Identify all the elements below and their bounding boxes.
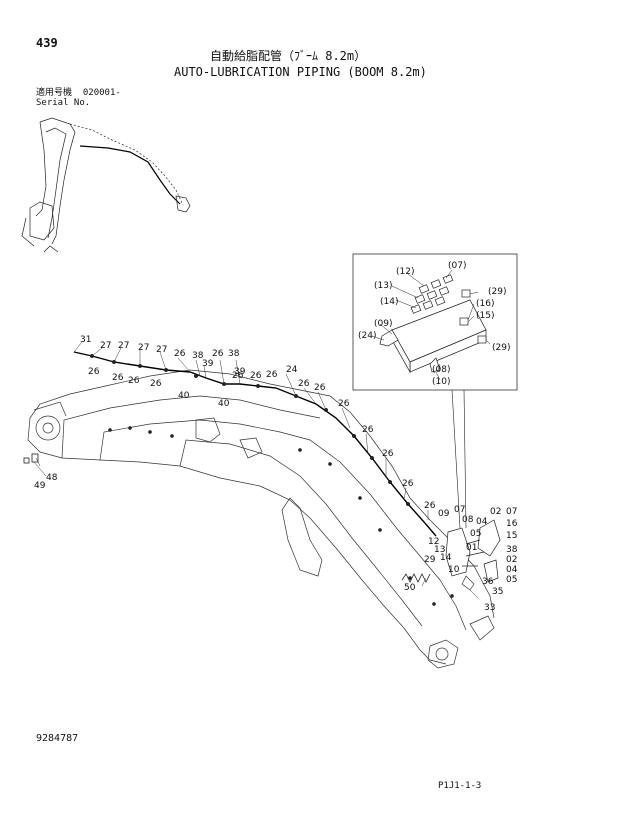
title-english: AUTO-LUBRICATION PIPING (BOOM 8.2m) (174, 65, 427, 79)
boom-structure (27, 369, 495, 669)
callout-31: 31 (80, 335, 91, 345)
callout-35: 35 (492, 587, 503, 597)
callout-29: 29 (424, 555, 436, 565)
inset-callout-07: (07) (448, 261, 466, 271)
callout-26o: 26 (424, 501, 436, 511)
distributor-block (391, 299, 487, 374)
hose-spring (401, 573, 431, 583)
callout-39b: 39 (234, 367, 246, 377)
callout-26g: 26 (250, 371, 262, 381)
callout-40b: 40 (218, 399, 230, 409)
callout-26p: 26 (232, 371, 244, 381)
inset-callout-24: (24) (358, 331, 376, 341)
callout-10: 10 (448, 565, 460, 575)
inset-detail: (07) (12) (13) (14) (29) (16) (15) (09) … (352, 253, 518, 391)
callout-38c: 38 (506, 545, 518, 555)
page-number: 439 (36, 36, 58, 50)
callout-05b: 05 (506, 575, 517, 585)
callout-26m: 26 (382, 449, 394, 459)
inset-callout-14: (14) (380, 297, 398, 307)
callout-27a: 27 (100, 341, 111, 351)
callout-26i: 26 (298, 379, 310, 389)
callout-40a: 40 (178, 391, 190, 401)
callout-26h: 26 (266, 370, 278, 380)
callout-07b: 07 (506, 507, 517, 517)
callout-07a: 07 (454, 505, 465, 515)
callout-36: 36 (482, 577, 494, 587)
hose-end-detail (461, 575, 475, 591)
serial-label-en: Serial No. (36, 98, 91, 108)
callout-12: 12 (428, 537, 439, 547)
callout-01: 01 (466, 543, 477, 553)
inset-to-assembly-leaders (451, 389, 467, 529)
callout-27d: 27 (156, 345, 167, 355)
lubrication-pipe (73, 351, 437, 537)
grease-fitting (23, 453, 39, 464)
callout-38a: 38 (192, 351, 204, 361)
callout-15: 15 (506, 531, 517, 541)
callout-39a: 39 (202, 359, 214, 369)
callout-50: 50 (404, 583, 416, 593)
callout-08: 08 (462, 515, 474, 525)
callout-14: 14 (440, 553, 452, 563)
title-japanese: 自動給脂配管（ﾌﾞｰﾑ 8.2m） (210, 49, 367, 63)
inset-callout-09: (09) (374, 319, 392, 329)
inset-callout-15: (15) (476, 311, 494, 321)
callout-04a: 04 (476, 517, 488, 527)
callout-27b: 27 (118, 341, 129, 351)
pipe-clamps (89, 353, 454, 606)
callout-02a: 02 (490, 507, 501, 517)
callout-26a: 26 (88, 367, 100, 377)
callout-26e: 26 (174, 349, 186, 359)
inset-callout-08: (08) (432, 365, 450, 375)
callout-26c: 26 (128, 376, 140, 386)
callout-27c: 27 (138, 343, 149, 353)
callout-26n: 26 (402, 479, 414, 489)
serial-row: 適用号機 020001- (36, 88, 121, 99)
serial-value: 020001- (82, 88, 121, 98)
inset-callout-29b: (29) (492, 343, 510, 353)
drawing-code: P1J1-1-3 (438, 781, 482, 791)
callout-48: 48 (46, 473, 58, 483)
callout-26j: 26 (314, 383, 326, 393)
callout-16: 16 (506, 519, 518, 529)
excavator-thumbnail (21, 117, 191, 253)
inset-callout-16: (16) (476, 299, 494, 309)
inset-fittings (379, 274, 487, 373)
callout-leaders (33, 341, 479, 599)
tip-distributor (445, 519, 501, 583)
serial-label-jp: 適用号機 (36, 88, 73, 98)
callout-13: 13 (434, 545, 445, 555)
callout-26b: 26 (112, 373, 124, 383)
callout-33: 33 (484, 603, 495, 613)
callout-02b: 02 (506, 555, 517, 565)
inset-callout-12: (12) (396, 267, 414, 277)
callout-26k: 26 (338, 399, 350, 409)
callout-26f: 26 (212, 349, 224, 359)
callout-49: 49 (34, 481, 46, 491)
part-number: 9284787 (36, 733, 79, 744)
callout-26d: 26 (150, 379, 162, 389)
callout-04b: 04 (506, 565, 518, 575)
inset-frame (352, 253, 518, 391)
callout-24: 24 (286, 365, 298, 375)
inset-callout-13: (13) (374, 281, 392, 291)
inset-callout-29a: (29) (488, 287, 506, 297)
inset-callout-10: (10) (432, 377, 450, 387)
callout-05a: 05 (470, 529, 481, 539)
callout-26l: 26 (362, 425, 374, 435)
callout-38b: 38 (228, 349, 240, 359)
callout-09: 09 (438, 509, 450, 519)
inset-leaders (371, 269, 491, 381)
